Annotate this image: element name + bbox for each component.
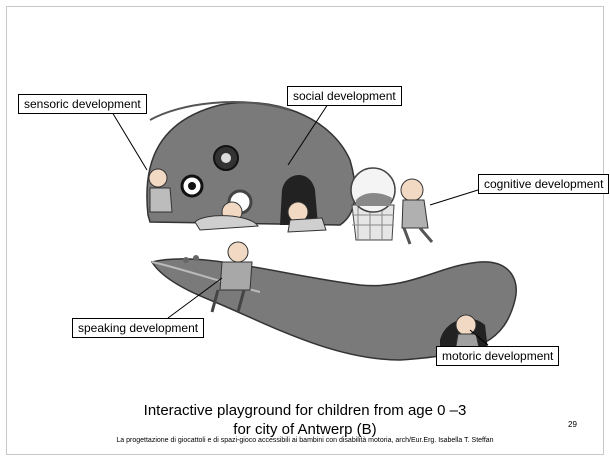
- label-speaking: speaking development: [72, 318, 205, 338]
- label-sensoric: sensoric development: [18, 94, 147, 114]
- label-motoric: motoric development: [436, 346, 560, 366]
- child-head: [400, 178, 424, 202]
- child-head: [227, 241, 249, 263]
- leader-speaking: [167, 277, 223, 319]
- whale-wall-top: [149, 101, 291, 121]
- leader-sensoric: [111, 111, 148, 171]
- child-head: [148, 168, 168, 188]
- label-cognitive: cognitive development: [478, 174, 610, 194]
- slide-frame: [6, 6, 604, 455]
- leader-motoric: [469, 329, 489, 346]
- page-number: 29: [568, 420, 577, 429]
- leader-cognitive: [429, 189, 479, 206]
- label-social: social development: [287, 86, 402, 106]
- caption-line-2: for city of Antwerp (B): [233, 421, 377, 438]
- caption-line-1: Interactive playground for children from…: [143, 402, 467, 419]
- footer-credit: La progettazione di giocattoli e di spaz…: [116, 437, 494, 444]
- leader-social: [287, 103, 329, 166]
